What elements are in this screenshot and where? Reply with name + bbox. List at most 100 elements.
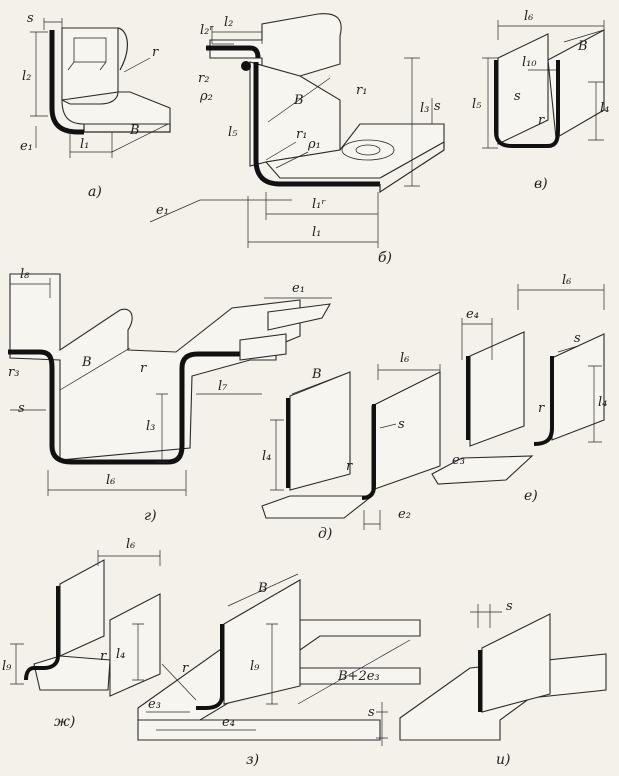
base-edge xyxy=(83,124,171,133)
caption-v: в) xyxy=(534,176,548,192)
label-l6: l₆ xyxy=(400,351,409,366)
wall-section xyxy=(253,62,380,187)
dim-l8 xyxy=(9,278,51,298)
dim-l6 xyxy=(377,364,441,380)
label-s: s xyxy=(434,99,441,114)
tab-plate xyxy=(267,303,332,331)
dim-l6 xyxy=(47,470,187,496)
dim-l9 xyxy=(10,643,24,685)
caption-z: з) xyxy=(246,752,259,768)
label-l5: l₅ xyxy=(472,97,482,112)
label-l6: l₆ xyxy=(106,473,115,488)
dim-l6 xyxy=(97,550,161,566)
label-l5: l₅ xyxy=(228,125,238,140)
dim-l2 xyxy=(211,26,263,44)
flange-face xyxy=(61,27,119,101)
dim-B xyxy=(227,573,299,607)
leader-rho1 xyxy=(275,151,309,169)
label-l2: l₂ xyxy=(224,15,233,30)
caption-b: б) xyxy=(378,250,392,266)
z-section xyxy=(24,586,60,681)
base-face xyxy=(61,91,171,125)
panel-b: l₂ʳ l₂ r₂ ρ₂ l₅ B r₁ l₃ s r₁ ρ₁ e₁ l₁ʳ l… xyxy=(149,13,445,266)
label-l6: l₆ xyxy=(126,537,135,552)
dim-e1 xyxy=(149,199,292,223)
label-B: B xyxy=(81,355,92,370)
label-l3: l₃ xyxy=(146,419,155,434)
leader-r xyxy=(123,57,151,73)
dim-B xyxy=(291,371,351,395)
wall-face xyxy=(249,61,341,167)
hat-section xyxy=(8,349,240,465)
label-e1: e₁ xyxy=(156,203,169,218)
dim-l9 xyxy=(266,623,278,705)
base-edge xyxy=(137,719,381,741)
label-e1: e₁ xyxy=(292,281,305,296)
base-plate xyxy=(431,455,534,485)
label-s: s xyxy=(368,705,375,720)
label-rho2: ρ₂ xyxy=(199,89,213,104)
label-l1: l₁ xyxy=(312,225,321,240)
dim-l2 xyxy=(30,31,48,117)
label-r1b: r₁ xyxy=(296,127,307,142)
label-l8: l₈ xyxy=(20,267,30,282)
hat-face xyxy=(9,273,301,461)
dim-l3 xyxy=(404,57,420,187)
right-web xyxy=(551,333,605,441)
dim-e4 xyxy=(461,318,493,360)
left-web xyxy=(289,371,351,491)
caption-g: г) xyxy=(144,508,157,524)
label-B: B xyxy=(311,367,322,382)
panel-g: l₈ r₃ B s r l₇ l₃ l₆ e₁ г) xyxy=(8,267,332,524)
label-s: s xyxy=(574,331,581,346)
label-r3: r₃ xyxy=(8,365,19,380)
left-web xyxy=(469,331,525,447)
label-B: B xyxy=(293,93,304,108)
label-r: r xyxy=(140,361,147,376)
corner-dot xyxy=(241,61,251,71)
dim-e2 xyxy=(363,510,381,530)
label-l10: l₁₀ xyxy=(522,55,537,70)
l-section xyxy=(196,624,224,710)
leader-s xyxy=(379,423,397,429)
label-l6: l₆ xyxy=(524,9,533,24)
dim-l4 xyxy=(132,623,144,681)
panel-i: s и) xyxy=(399,599,607,768)
label-e1: e₁ xyxy=(20,139,33,154)
right-section xyxy=(533,356,554,446)
top-section xyxy=(206,45,261,59)
caption-zh: ж) xyxy=(54,714,75,730)
label-l4: l₄ xyxy=(598,395,607,410)
label-e2: e₂ xyxy=(398,507,411,522)
hole-outer xyxy=(341,139,395,161)
dim-l3 xyxy=(156,393,168,463)
dim-B xyxy=(59,347,131,391)
label-r: r xyxy=(100,649,107,664)
window-edge xyxy=(67,61,107,71)
label-e3: e₃ xyxy=(148,697,161,712)
label-l9: l₉ xyxy=(2,659,12,674)
panel-d: B l₆ l₄ s r e₂ д) xyxy=(261,351,441,542)
dim-B2e3 xyxy=(297,639,411,705)
dim-l5 xyxy=(482,57,498,149)
caption-i: и) xyxy=(496,752,510,768)
dim-l4 xyxy=(270,419,284,491)
leader-s xyxy=(557,345,579,353)
label-l9: l₉ xyxy=(250,659,260,674)
label-e3: e₃ xyxy=(452,453,465,468)
label-l6: l₆ xyxy=(562,273,571,288)
label-s: s xyxy=(506,599,513,614)
dim-l4 xyxy=(588,81,604,141)
section-profile xyxy=(49,30,84,135)
label-l7: l₇ xyxy=(218,379,228,394)
label-r1a: r₁ xyxy=(356,83,367,98)
panel-zh: l₆ l₉ r l₄ ж) xyxy=(2,537,161,730)
label-r: r xyxy=(182,661,189,676)
label-B: B xyxy=(129,123,140,138)
web xyxy=(223,579,301,705)
label-r: r xyxy=(152,45,159,60)
label-B: B xyxy=(577,39,588,54)
label-s: s xyxy=(18,401,25,416)
dim-B xyxy=(563,29,605,43)
dim-l1r xyxy=(265,192,379,220)
